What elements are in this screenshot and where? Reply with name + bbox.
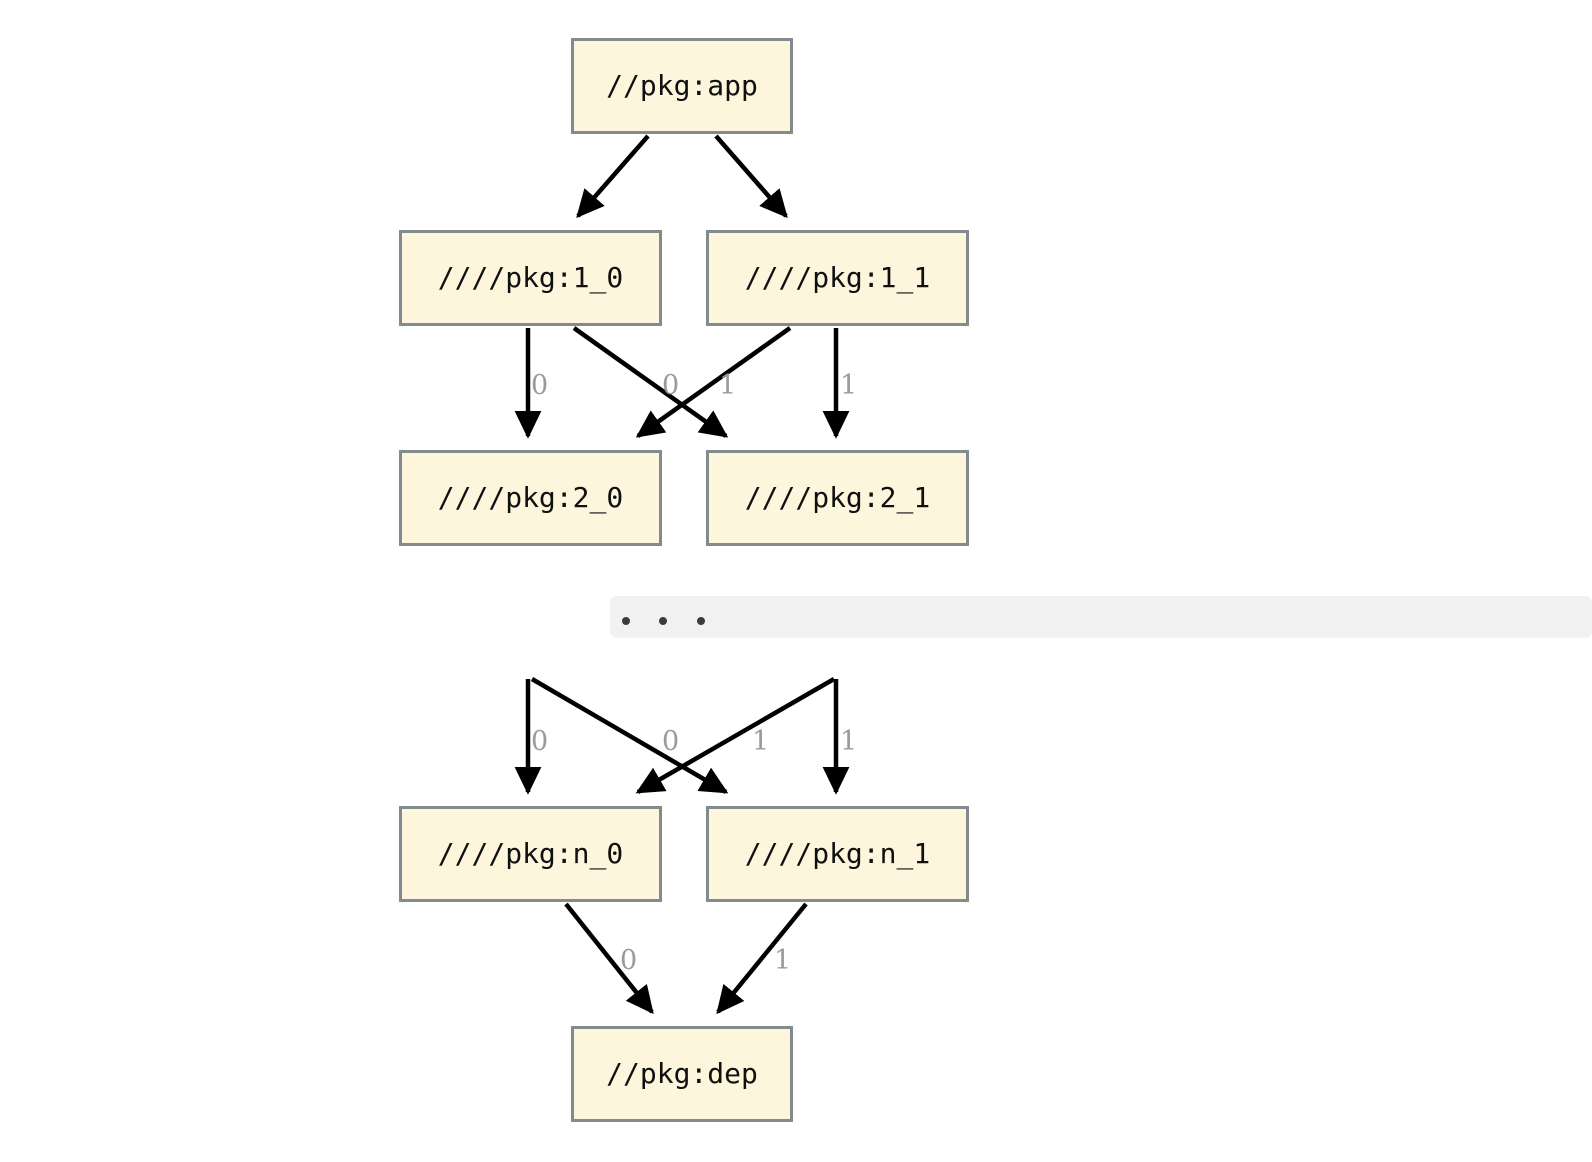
edge-label-1_0-2_1: 0 bbox=[662, 370, 680, 401]
edge-label-above-n_0: 0 bbox=[531, 726, 549, 757]
edge-app-to-1_0 bbox=[576, 134, 650, 219]
node-pkg-1_1[interactable]: ////pkg:1_1 bbox=[706, 230, 969, 326]
edge-label-above-n_1: 0 bbox=[662, 726, 680, 757]
edge-label-1_0-2_0: 0 bbox=[531, 370, 549, 401]
edge-label-1_1-2_1: 1 bbox=[840, 370, 858, 401]
node-label: ////pkg:n_0 bbox=[437, 837, 624, 870]
node-pkg-dep[interactable]: //pkg:dep bbox=[571, 1026, 793, 1122]
ellipsis-separator-band bbox=[610, 596, 1592, 638]
edge-n_1-to-dep bbox=[716, 902, 808, 1015]
edge-above-to-n_0-cross bbox=[635, 677, 836, 794]
edge-n_0-to-dep bbox=[564, 902, 654, 1015]
node-label: ////pkg:2_1 bbox=[744, 481, 931, 514]
node-label: //pkg:app bbox=[606, 69, 758, 102]
edge-label-above-n_1b: 1 bbox=[840, 726, 858, 757]
ellipsis-dot-2 bbox=[659, 617, 667, 625]
edge-label-n_0-dep: 0 bbox=[620, 945, 638, 976]
node-pkg-n_1[interactable]: ////pkg:n_1 bbox=[706, 806, 969, 902]
node-label: ////pkg:n_1 bbox=[744, 837, 931, 870]
edge-1_0-to-2_1 bbox=[572, 326, 729, 438]
node-label: ////pkg:1_1 bbox=[744, 261, 931, 294]
node-pkg-app[interactable]: //pkg:app bbox=[571, 38, 793, 134]
node-pkg-2_0[interactable]: ////pkg:2_0 bbox=[399, 450, 662, 546]
node-label: ////pkg:1_0 bbox=[437, 261, 624, 294]
node-pkg-n_0[interactable]: ////pkg:n_0 bbox=[399, 806, 662, 902]
node-label: //pkg:dep bbox=[606, 1057, 758, 1090]
ellipsis-dot-1 bbox=[622, 617, 630, 625]
edge-label-above-n_0b: 1 bbox=[752, 726, 770, 757]
node-pkg-1_0[interactable]: ////pkg:1_0 bbox=[399, 230, 662, 326]
node-label: ////pkg:2_0 bbox=[437, 481, 624, 514]
edge-app-to-1_1 bbox=[714, 134, 788, 219]
edge-1_1-to-2_0 bbox=[635, 326, 792, 438]
edge-above-to-n_1-cross bbox=[530, 677, 729, 794]
edge-label-n_1-dep: 1 bbox=[774, 945, 792, 976]
node-pkg-2_1[interactable]: ////pkg:2_1 bbox=[706, 450, 969, 546]
edge-label-1_1-2_0: 1 bbox=[719, 370, 737, 401]
ellipsis-dot-3 bbox=[697, 617, 705, 625]
